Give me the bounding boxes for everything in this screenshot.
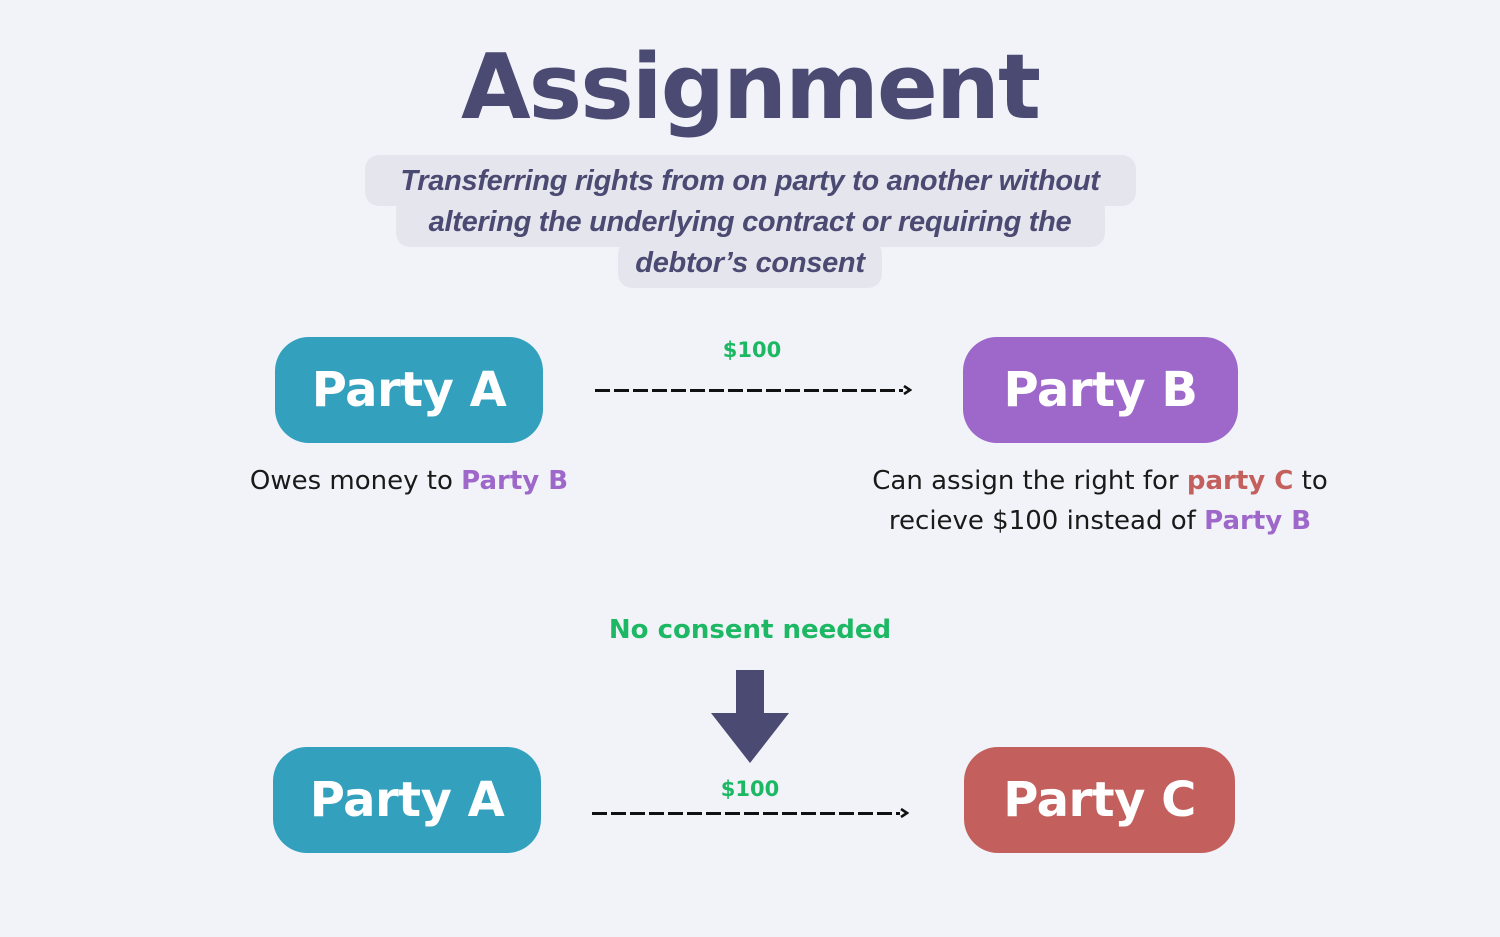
party-a-box-bottom: Party A <box>273 747 541 853</box>
party-c-box: Party C <box>964 747 1235 853</box>
dashed-arrow-top <box>595 389 903 392</box>
amount-label-bottom: $100 <box>720 777 780 801</box>
amount-label-top: $100 <box>722 338 782 362</box>
party-b-box: Party B <box>963 337 1238 443</box>
party-b-label: Party B <box>1003 362 1198 418</box>
party-b-highlight-2: Party B <box>1204 506 1312 536</box>
party-b-description: Can assign the right for party C to reci… <box>872 466 1328 536</box>
subtitle-bg-line-2 <box>396 196 1105 247</box>
party-a-label-bottom: Party A <box>309 772 505 828</box>
party-c-highlight: party C <box>1186 466 1294 496</box>
party-a-label: Party A <box>311 362 507 418</box>
party-a-box-top: Party A <box>275 337 543 443</box>
party-c-label: Party C <box>1003 772 1196 828</box>
party-b-highlight: Party B <box>461 466 569 496</box>
page-title: Assignment <box>460 35 1041 140</box>
subtitle-line-1: Transferring rights from on party to ano… <box>400 165 1100 197</box>
subtitle-bg-line-3 <box>618 240 882 288</box>
down-arrow-icon <box>711 670 789 763</box>
party-a-description: Owes money to Party B <box>249 466 569 496</box>
arrow-head-icon <box>903 385 912 395</box>
dashed-arrow-bottom <box>592 812 900 815</box>
subtitle-line-2: altering the underlying contract or requ… <box>428 206 1072 238</box>
subtitle-line-3: debtor’s consent <box>635 247 865 279</box>
no-consent-label: No consent needed <box>608 615 892 645</box>
arrow-head-icon <box>900 808 909 818</box>
